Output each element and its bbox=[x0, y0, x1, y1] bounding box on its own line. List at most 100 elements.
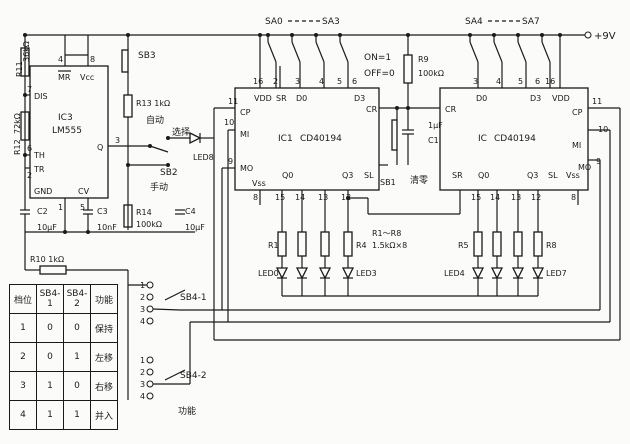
clear-label: 清零 bbox=[410, 174, 428, 186]
svg-text:CP: CP bbox=[240, 108, 251, 117]
svg-text:8: 8 bbox=[571, 193, 576, 202]
r12-resistor bbox=[20, 111, 30, 141]
svg-text:MO: MO bbox=[578, 163, 591, 172]
ic3-pin-cv: CV bbox=[78, 187, 90, 196]
svg-text:4: 4 bbox=[58, 55, 63, 64]
off-label: OFF=0 bbox=[364, 69, 395, 79]
svg-text:R9: R9 bbox=[418, 55, 429, 64]
svg-text:D3: D3 bbox=[530, 94, 541, 103]
ic3-box bbox=[29, 65, 109, 199]
svg-text:R11: R11 bbox=[15, 61, 24, 77]
svg-text:5: 5 bbox=[80, 203, 85, 212]
svg-text:C4: C4 bbox=[185, 207, 196, 216]
sa3-label: SA3 bbox=[322, 17, 340, 27]
svg-text:3: 3 bbox=[115, 136, 120, 145]
svg-text:1: 1 bbox=[58, 203, 63, 212]
svg-text:10: 10 bbox=[224, 118, 234, 127]
svg-text:10nF: 10nF bbox=[97, 223, 117, 232]
svg-text:LED0: LED0 bbox=[258, 269, 279, 278]
header-sb41: SB4-1 bbox=[36, 284, 64, 314]
svg-text:15: 15 bbox=[275, 193, 285, 202]
svg-text:100kΩ: 100kΩ bbox=[136, 220, 162, 229]
sb3-button bbox=[121, 49, 129, 73]
svg-text:LED4: LED4 bbox=[444, 269, 465, 278]
svg-text:5: 5 bbox=[518, 77, 523, 86]
ic3-pin-dis: DIS bbox=[34, 92, 48, 101]
switch-bank-a bbox=[266, 33, 349, 88]
sa0-label: SA0 bbox=[265, 17, 283, 27]
r9-resistor bbox=[403, 54, 413, 84]
svg-text:72kΩ: 72kΩ bbox=[13, 113, 22, 134]
ic2-type: CD40194 bbox=[494, 134, 536, 144]
r13-resistor bbox=[123, 94, 133, 118]
svg-text:LED7: LED7 bbox=[546, 269, 567, 278]
svg-text:4: 4 bbox=[140, 392, 145, 401]
svg-text:13: 13 bbox=[318, 193, 328, 202]
ic3-pin-gnd: GND bbox=[34, 187, 52, 196]
header-sb42: SB4-2 bbox=[63, 284, 91, 314]
auto-label: 自动 bbox=[146, 114, 164, 126]
svg-text:10μF: 10μF bbox=[37, 223, 57, 232]
svg-text:R13 1kΩ: R13 1kΩ bbox=[136, 99, 170, 108]
svg-text:R12: R12 bbox=[13, 139, 22, 155]
sa7-label: SA7 bbox=[522, 17, 540, 27]
svg-text:4: 4 bbox=[140, 317, 145, 326]
on-label: ON=1 bbox=[364, 53, 391, 63]
sb1-label: SB1 bbox=[380, 178, 396, 187]
ic1-name: IC1 bbox=[278, 134, 293, 144]
r11-resistor bbox=[20, 47, 30, 77]
supply-terminal bbox=[584, 31, 592, 39]
svg-text:Q3: Q3 bbox=[342, 171, 353, 180]
svg-text:R4: R4 bbox=[356, 241, 367, 250]
led8-symbol bbox=[189, 131, 202, 145]
svg-text:SR: SR bbox=[276, 94, 287, 103]
svg-text:CP: CP bbox=[572, 108, 583, 117]
svg-text:16: 16 bbox=[253, 77, 263, 86]
header-function: 功能 bbox=[90, 284, 118, 314]
manual-label: 手动 bbox=[150, 181, 168, 193]
supply-label: +9V bbox=[594, 31, 616, 42]
sb4-switch bbox=[128, 281, 191, 400]
svg-text:9: 9 bbox=[596, 157, 601, 166]
svg-text:VDD: VDD bbox=[552, 94, 570, 103]
svg-text:D3: D3 bbox=[354, 94, 365, 103]
svg-text:3: 3 bbox=[140, 380, 145, 389]
led-array bbox=[275, 231, 545, 297]
svg-text:Vss: Vss bbox=[252, 179, 266, 188]
svg-text:D0: D0 bbox=[476, 94, 487, 103]
header-position: 档位 bbox=[9, 284, 37, 314]
svg-text:R1～R8: R1～R8 bbox=[372, 229, 401, 238]
svg-text:SL: SL bbox=[364, 171, 374, 180]
svg-text:5: 5 bbox=[337, 77, 342, 86]
svg-text:C1: C1 bbox=[428, 136, 439, 145]
svg-text:Vss: Vss bbox=[566, 171, 580, 180]
r14-resistor bbox=[123, 204, 133, 228]
ic3-pin-th: TH bbox=[33, 151, 45, 160]
switch-bank-b bbox=[468, 33, 551, 88]
svg-text:SR: SR bbox=[452, 171, 463, 180]
svg-text:11: 11 bbox=[228, 97, 238, 106]
svg-text:12: 12 bbox=[531, 193, 541, 202]
ic3-type: LM555 bbox=[52, 126, 82, 136]
svg-text:6: 6 bbox=[535, 77, 540, 86]
svg-text:2: 2 bbox=[140, 368, 145, 377]
svg-text:LED3: LED3 bbox=[356, 269, 377, 278]
svg-text:2: 2 bbox=[273, 77, 278, 86]
svg-text:6: 6 bbox=[352, 77, 357, 86]
svg-text:36kΩ: 36kΩ bbox=[22, 41, 31, 62]
svg-text:4: 4 bbox=[319, 77, 324, 86]
svg-text:Q3: Q3 bbox=[527, 171, 538, 180]
svg-text:R8: R8 bbox=[546, 241, 557, 250]
svg-text:14: 14 bbox=[295, 193, 305, 202]
svg-text:Q0: Q0 bbox=[282, 171, 293, 180]
sb1-button bbox=[391, 119, 398, 151]
svg-text:C3: C3 bbox=[97, 207, 108, 216]
svg-text:R1: R1 bbox=[268, 241, 279, 250]
svg-text:14: 14 bbox=[490, 193, 500, 202]
svg-text:9: 9 bbox=[228, 157, 233, 166]
led8-label: LED8 bbox=[193, 153, 214, 162]
ic3-pin-tr: TR bbox=[33, 165, 45, 174]
svg-text:SL: SL bbox=[548, 171, 558, 180]
